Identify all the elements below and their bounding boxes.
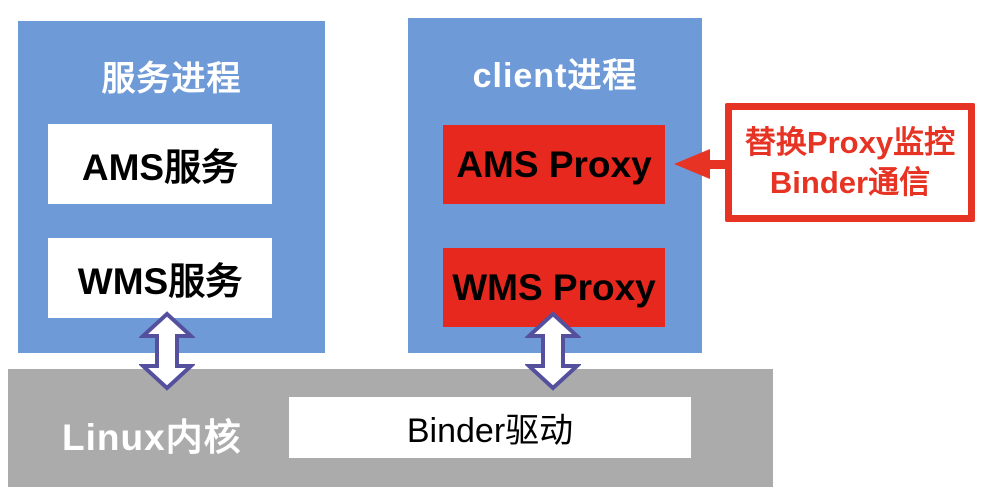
binder-driver-box: Binder驱动: [289, 397, 691, 458]
client-kernel-double-arrow-icon: [525, 311, 581, 391]
client-process-title: client进程: [472, 57, 638, 95]
linux-kernel-label: Linux内核: [62, 417, 242, 458]
ams-service-box: AMS服务: [48, 124, 272, 204]
service-kernel-double-arrow-icon: [139, 311, 195, 391]
service-process-box: 服务进程 AMS服务 WMS服务: [18, 21, 325, 353]
linux-kernel-bar: Linux内核 Binder驱动: [8, 369, 773, 487]
annotation-line-1: 替换Proxy监控: [744, 124, 956, 160]
wms-service-box: WMS服务: [48, 238, 272, 318]
annotation-callout-box: 替换Proxy监控 Binder通信: [725, 103, 975, 222]
annotation-arrow-icon: [674, 149, 730, 179]
annotation-line-2: Binder通信: [769, 164, 931, 200]
client-process-box: client进程 AMS Proxy WMS Proxy: [408, 18, 702, 353]
service-process-title: 服务进程: [101, 60, 242, 98]
ams-proxy-box: AMS Proxy: [443, 125, 665, 204]
